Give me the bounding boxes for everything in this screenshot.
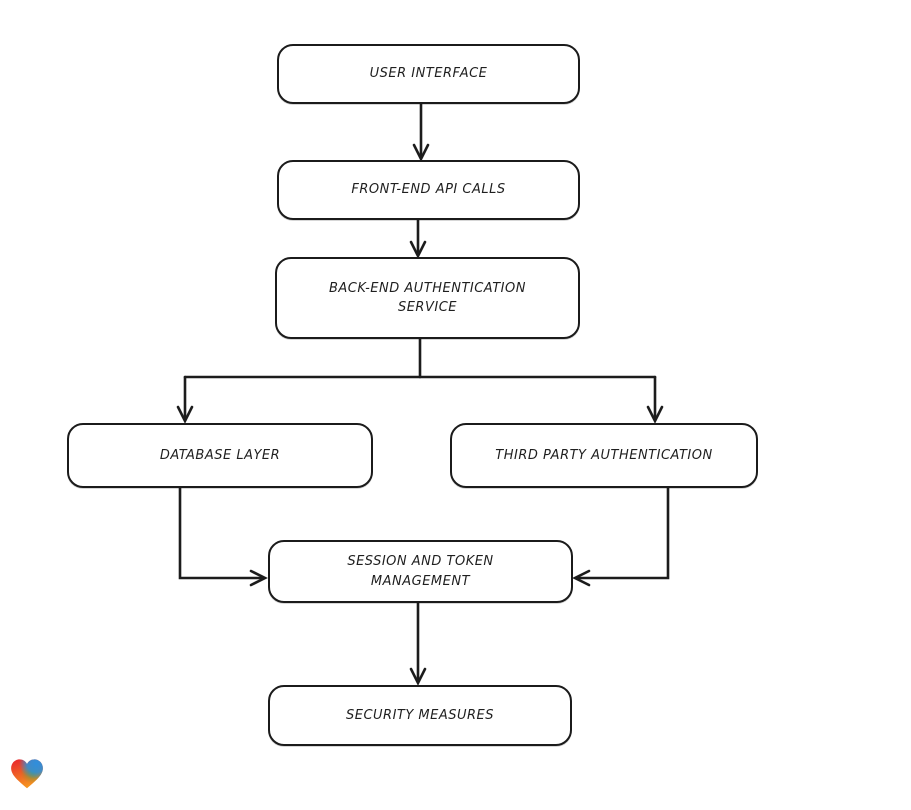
gradient-heart-logo[interactable]	[9, 756, 45, 792]
node-front-end-api-calls-label: FRONT-END API CALLS	[351, 182, 506, 198]
node-back-end-authentication-service[interactable]: BACK-END AUTHENTICATION SERVICE	[275, 257, 580, 339]
edge-database-to-session-arrow	[178, 486, 268, 587]
node-third-party-authentication[interactable]: THIRD PARTY AUTHENTICATION	[450, 423, 758, 488]
node-front-end-api-calls[interactable]: FRONT-END API CALLS	[277, 160, 580, 220]
edge-session-to-security-arrow	[409, 601, 427, 686]
node-database-layer[interactable]: DATABASE LAYER	[67, 423, 373, 488]
node-session-and-token-management-label: SESSION AND TOKEN MANAGEMENT	[347, 554, 494, 589]
node-third-party-authentication-label: THIRD PARTY AUTHENTICATION	[495, 447, 713, 463]
node-back-end-authentication-service-label: BACK-END AUTHENTICATION SERVICE	[329, 280, 526, 316]
node-database-layer-label: DATABASE LAYER	[159, 447, 281, 463]
node-security-measures[interactable]: SECURITY MEASURES	[268, 685, 572, 746]
edge-back-end-branch-arrows	[176, 337, 664, 424]
edge-front-end-to-back-end-arrow	[409, 218, 427, 259]
node-user-interface[interactable]: USER INTERFACE	[277, 44, 580, 104]
node-session-and-token-management[interactable]: SESSION AND TOKEN MANAGEMENT	[268, 540, 573, 603]
edge-user-interface-to-front-end-arrow	[412, 102, 430, 162]
node-security-measures-label: SECURITY MEASURES	[345, 707, 495, 723]
node-user-interface-label: USER INTERFACE	[369, 66, 488, 82]
edge-third-party-to-session-arrow	[572, 486, 670, 587]
